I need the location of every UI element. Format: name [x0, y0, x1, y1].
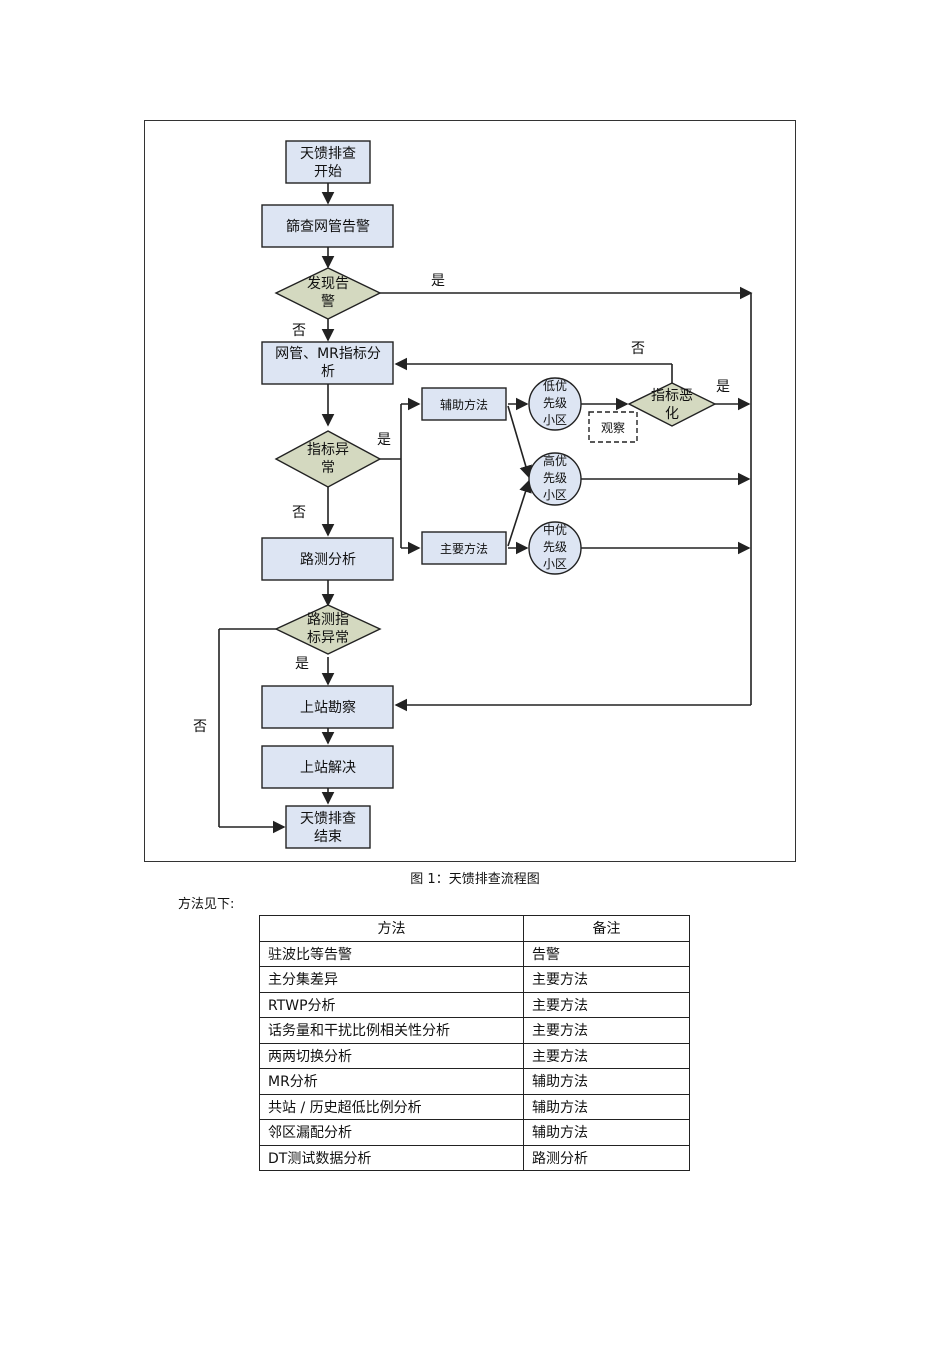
- remark-cell: 路测分析: [523, 1144, 690, 1171]
- table-row: 邻区漏配分析辅助方法: [259, 1119, 690, 1146]
- method-table: 方法 备注 驻波比等告警告警 主分集差异主要方法 RTWP分析主要方法 话务量和…: [259, 915, 690, 1171]
- mid-priority-line1: 中优: [543, 522, 567, 537]
- table-row: DT测试数据分析路测分析: [259, 1144, 690, 1171]
- remark-cell: 主要方法: [523, 991, 690, 1018]
- remark-cell: 主要方法: [523, 1042, 690, 1069]
- method-cell: 邻区漏配分析: [259, 1119, 524, 1146]
- aux-method-label: 辅助方法: [440, 397, 488, 412]
- method-cell: DT测试数据分析: [259, 1144, 524, 1171]
- method-cell: RTWP分析: [259, 991, 524, 1018]
- remark-cell: 主要方法: [523, 966, 690, 993]
- low-priority-line2: 先级: [543, 396, 567, 410]
- no-label-kpi-worse: 否: [631, 341, 645, 357]
- screen-alarm-box: [261, 204, 394, 248]
- no-label-kpi-abnormal: 否: [292, 505, 306, 521]
- nms-mr-box: [261, 341, 394, 385]
- yes-label-kpi-worse: 是: [716, 379, 730, 395]
- table-header-row: 方法 备注: [259, 915, 690, 942]
- remark-cell: 告警: [523, 940, 690, 967]
- no-label-dt-abnormal: 否: [193, 719, 207, 735]
- nms-mr-line1: 网管、MR指标分: [275, 346, 381, 362]
- aux-method-box: [421, 387, 507, 421]
- end-line2: 结束: [314, 829, 342, 845]
- priority-circles: [528, 377, 582, 575]
- figure-caption: 图 1：天馈排查流程图: [410, 872, 540, 887]
- found-alarm-line2: 警: [321, 294, 335, 310]
- dt-abnormal-diamond: [274, 604, 382, 655]
- method-cell: MR分析: [259, 1068, 524, 1095]
- low-priority-line1: 低优: [543, 379, 567, 393]
- remark-cell: 辅助方法: [523, 1068, 690, 1095]
- low-priority-circle: [528, 377, 582, 431]
- table-row: 主分集差异主要方法: [259, 966, 690, 993]
- kpi-abnormal-line2: 常: [321, 460, 335, 476]
- end-line1: 天馈排查: [300, 811, 356, 827]
- kpi-abnormal-line1: 指标异: [307, 442, 349, 458]
- mid-priority-line2: 先级: [543, 540, 567, 554]
- kpi-worse-line2: 化: [665, 406, 679, 422]
- remark-cell: 辅助方法: [523, 1119, 690, 1146]
- table-row: 驻波比等告警告警: [259, 940, 690, 967]
- flowchart-frame: 天馈排查 开始 篩查网管告警 发现告 警 网管、MR指标分 析 指标异 常 路测…: [144, 120, 796, 862]
- remark-cell: 辅助方法: [523, 1093, 690, 1120]
- yes-label-dt-abnormal: 是: [295, 656, 309, 672]
- table-row: 共站 / 历史超低比例分析辅助方法: [259, 1093, 690, 1120]
- main-method-box: [421, 531, 507, 565]
- method-cell: 主分集差异: [259, 966, 524, 993]
- site-survey-label: 上站勘察: [300, 699, 356, 716]
- method-cell: 驻波比等告警: [259, 940, 524, 967]
- table-row: 话务量和干扰比例相关性分析主要方法: [259, 1017, 690, 1044]
- screen-alarm-label: 篩查网管告警: [286, 219, 370, 235]
- site-survey-box: [261, 685, 394, 729]
- found-alarm-diamond: [274, 267, 382, 320]
- decision-diamonds: [274, 267, 717, 655]
- flowchart-diagram: 天馈排查 开始 篩查网管告警 发现告 警 网管、MR指标分 析 指标异 常 路测…: [193, 140, 753, 849]
- start-box: [285, 140, 371, 184]
- dt-abnormal-line2: 标异常: [307, 630, 349, 646]
- header-remark: 备注: [523, 915, 690, 942]
- method-cell: 两两切换分析: [259, 1042, 524, 1069]
- observe-label: 观察: [601, 421, 625, 435]
- high-priority-line2: 先级: [543, 471, 567, 485]
- site-fix-label: 上站解决: [300, 760, 356, 776]
- kpi-abnormal-diamond: [274, 430, 382, 488]
- start-line1: 天馈排查: [300, 146, 356, 162]
- found-alarm-line1: 发现告: [307, 276, 349, 292]
- mid-priority-circle: [528, 521, 582, 575]
- start-line2: 开始: [314, 164, 342, 180]
- process-boxes: [261, 140, 638, 849]
- high-priority-line1: 高优: [543, 453, 567, 468]
- drive-test-label: 路测分析: [300, 552, 356, 568]
- kpi-worse-diamond: [627, 382, 717, 427]
- mid-priority-line3: 小区: [543, 557, 567, 571]
- end-box: [285, 805, 371, 849]
- site-fix-box: [261, 745, 394, 789]
- yes-label-kpi-abnormal: 是: [377, 432, 391, 448]
- table-row: 两两切换分析主要方法: [259, 1042, 690, 1069]
- connectors: [218, 183, 753, 834]
- table-row: MR分析辅助方法: [259, 1068, 690, 1095]
- observe-box: [588, 411, 638, 443]
- nms-mr-line2: 析: [321, 364, 335, 380]
- no-label-found-alarm: 否: [292, 323, 306, 339]
- drive-test-box: [261, 537, 394, 581]
- high-priority-line3: 小区: [543, 488, 567, 502]
- main-method-label: 主要方法: [440, 541, 488, 556]
- dt-abnormal-line1: 路测指: [307, 612, 349, 628]
- kpi-worse-line1: 指标恶: [651, 388, 693, 404]
- high-priority-circle: [528, 452, 582, 506]
- header-method: 方法: [259, 915, 524, 942]
- yes-label-found-alarm: 是: [431, 273, 445, 289]
- intro-text: 方法见下:: [178, 897, 235, 912]
- remark-cell: 主要方法: [523, 1017, 690, 1044]
- method-cell: 共站 / 历史超低比例分析: [259, 1093, 524, 1120]
- table-row: RTWP分析主要方法: [259, 991, 690, 1018]
- method-cell: 话务量和干扰比例相关性分析: [259, 1017, 524, 1044]
- low-priority-line3: 小区: [543, 413, 567, 427]
